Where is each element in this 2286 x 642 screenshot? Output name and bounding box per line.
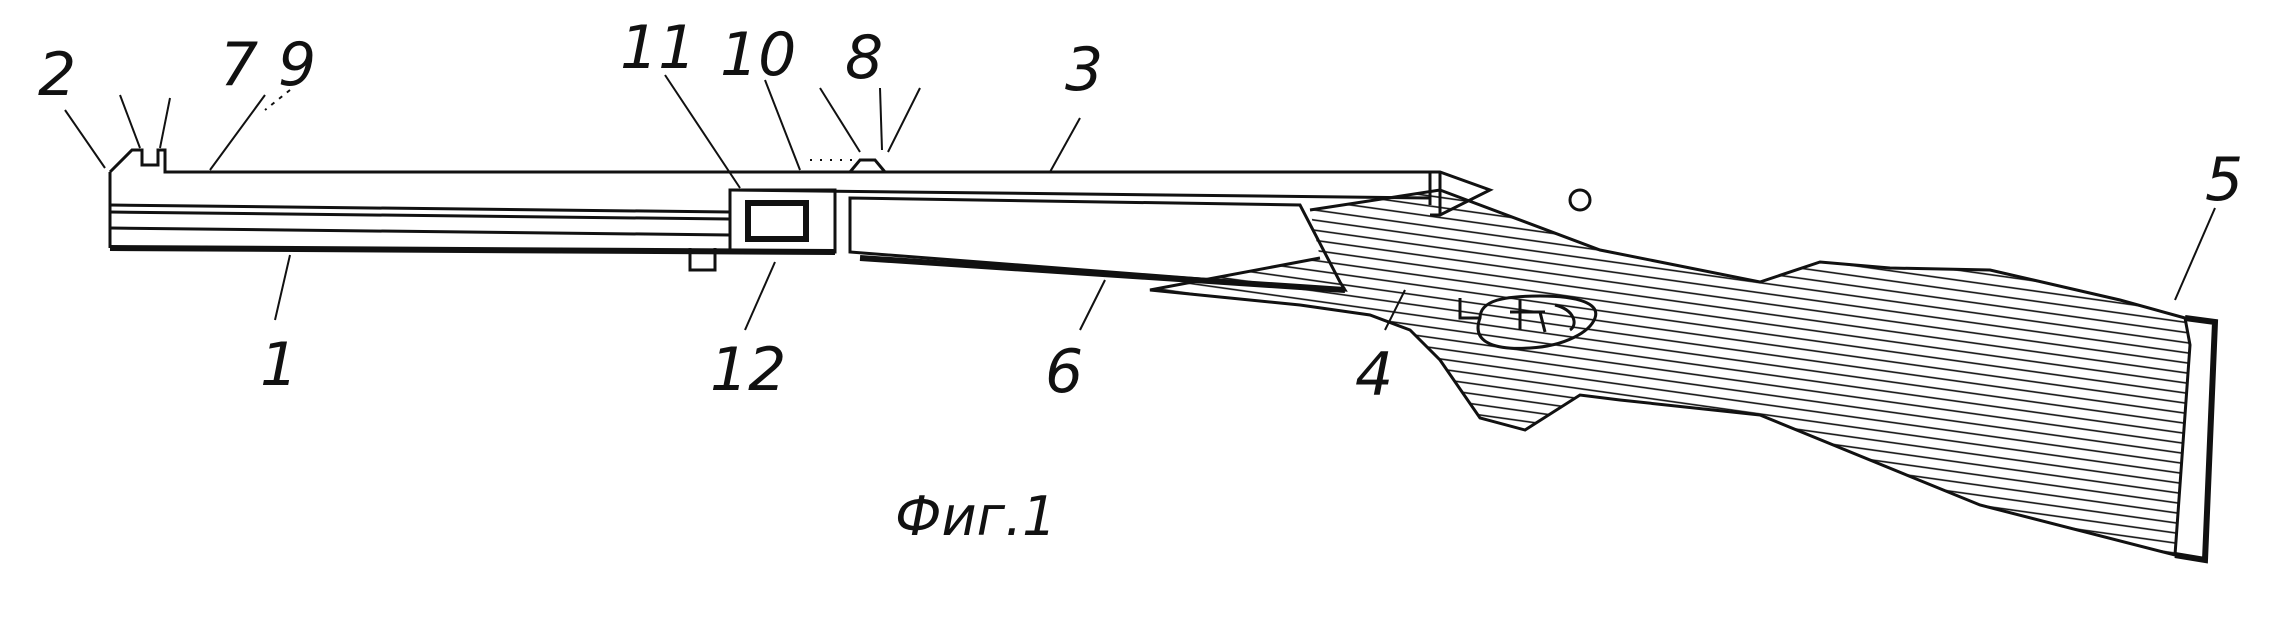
barrel bbox=[108, 148, 1430, 272]
label-4: 4 bbox=[1355, 340, 1393, 410]
label-12: 12 bbox=[710, 335, 786, 405]
label-10: 10 bbox=[720, 20, 796, 90]
figure-caption: Фиг.1 bbox=[895, 485, 1056, 548]
trigger-assembly bbox=[1458, 294, 1598, 350]
receiver-block bbox=[728, 188, 837, 254]
label-8: 8 bbox=[845, 23, 883, 93]
label-5: 5 bbox=[2205, 145, 2243, 215]
receiver-window bbox=[745, 200, 809, 242]
reference-labels: 2 7 9 11 10 8 3 5 1 12 6 4 bbox=[38, 13, 2243, 410]
label-6: 6 bbox=[1045, 337, 1083, 407]
leader-lines bbox=[64, 74, 2216, 331]
stock bbox=[1149, 188, 2219, 564]
label-9: 9 bbox=[278, 30, 316, 100]
label-2: 2 bbox=[38, 40, 76, 110]
label-3: 3 bbox=[1065, 35, 1103, 105]
label-7: 7 bbox=[220, 30, 258, 100]
label-1: 1 bbox=[260, 330, 298, 400]
label-11: 11 bbox=[620, 13, 696, 83]
